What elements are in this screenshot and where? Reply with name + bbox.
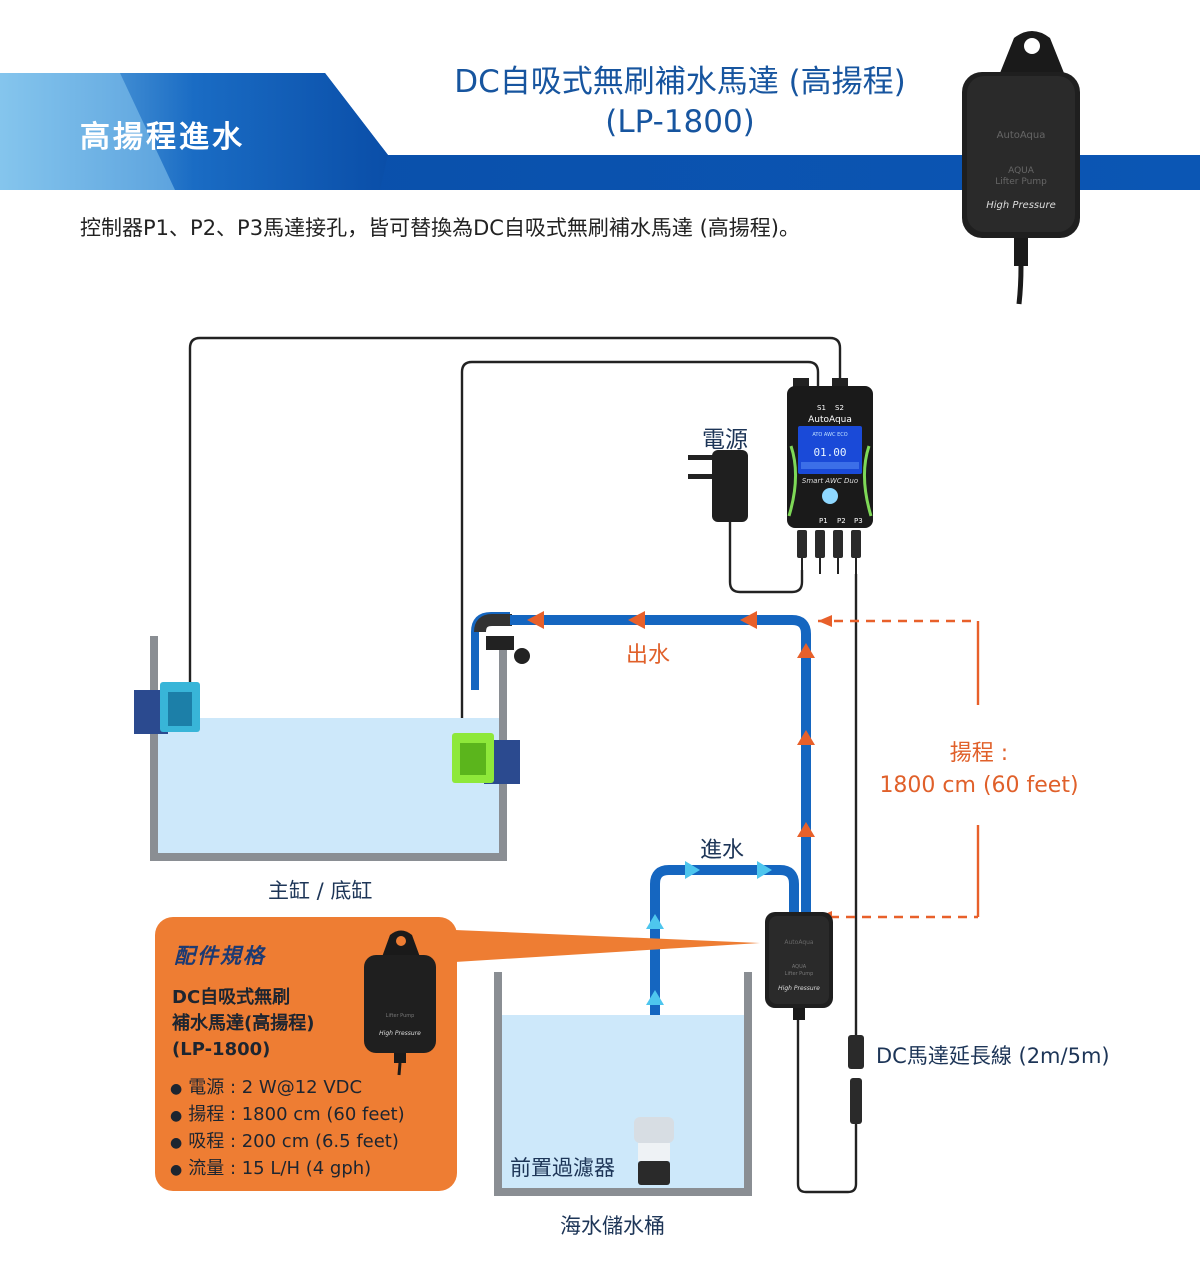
outflow-tube	[510, 615, 811, 912]
svg-text:Smart AWC Duo: Smart AWC Duo	[802, 477, 858, 485]
svg-text:AQUA: AQUA	[1008, 166, 1035, 176]
svg-text:AQUA: AQUA	[792, 964, 807, 970]
svg-text:High Pressure: High Pressure	[379, 1030, 421, 1037]
outflow-arrows	[527, 611, 815, 837]
svg-text:P2: P2	[837, 517, 846, 525]
svg-text:P3: P3	[854, 517, 863, 525]
spec-callout-pointer	[455, 930, 760, 962]
prefilter-device	[634, 1117, 674, 1185]
lifter-pump-device: AutoAqua AQUA Lifter Pump High Pressure	[765, 912, 833, 1020]
extension-cable-label: DC馬達延長線 (2m/5m)	[876, 1044, 1110, 1068]
svg-text:AutoAqua: AutoAqua	[808, 415, 852, 425]
product-pump-image-top: AutoAqua AQUA Lifter Pump High Pressure	[962, 31, 1080, 305]
spec-name-line3: (LP-1800)	[172, 1039, 271, 1060]
svg-text:Lifter Pump: Lifter Pump	[785, 971, 814, 977]
power-label: 電源	[702, 427, 748, 453]
head-height-label-line2: 1800 cm (60 feet)	[879, 773, 1079, 798]
outlet-nozzle	[471, 612, 530, 690]
power-adapter	[688, 450, 804, 594]
svg-text:High Pressure: High Pressure	[986, 200, 1055, 211]
spec-name-line2: 補水馬達(高揚程)	[172, 1013, 315, 1034]
svg-text:AutoAqua: AutoAqua	[784, 939, 814, 946]
intro-text: 控制器P1、P2、P3馬達接孔，皆可替換為DC自吸式無刷補水馬達 (高揚程)。	[80, 216, 800, 240]
reservoir-label: 海水儲水桶	[560, 1214, 665, 1238]
spec-name-line1: DC自吸式無刷	[172, 987, 291, 1008]
spec-pump-icon: Lifter Pump High Pressure	[364, 930, 436, 1076]
main-tank	[150, 636, 507, 861]
extension-cable-connector	[848, 1035, 864, 1124]
spec-list: 電源 : 2 W@12 VDC 揚程 : 1800 cm (60 feet) 吸…	[170, 1075, 405, 1183]
svg-text:Lifter Pump: Lifter Pump	[995, 177, 1047, 187]
spec-product-name: DC自吸式無刷 補水馬達(高揚程) (LP-1800)	[172, 985, 362, 1063]
header-banner	[0, 73, 1200, 190]
prefilter-label: 前置過濾器	[510, 1156, 615, 1180]
float-sensor-left	[134, 682, 200, 734]
banner-title: 高揚程進水	[80, 120, 245, 155]
spec-heading: 配件規格	[174, 944, 266, 968]
svg-text:High Pressure: High Pressure	[778, 985, 820, 992]
svg-text:AutoAqua: AutoAqua	[997, 130, 1046, 141]
outflow-label: 出水	[626, 643, 671, 668]
inflow-tube	[650, 865, 799, 1122]
svg-text:Lifter Pump: Lifter Pump	[386, 1013, 415, 1019]
svg-text:01.00: 01.00	[813, 446, 846, 459]
main-tank-label: 主缸 / 底缸	[268, 879, 373, 903]
svg-text:S2: S2	[835, 404, 844, 412]
svg-text:S1: S1	[817, 404, 826, 412]
page-title-line1: DC自吸式無刷補水馬達 (高揚程)	[454, 64, 906, 100]
inflow-label: 進水	[700, 838, 745, 863]
float-sensor-right	[452, 733, 520, 784]
spec-item: 電源 : 2 W@12 VDC	[170, 1075, 405, 1102]
controller-device: S1 S2 AutoAqua ATO AWC ECO 01.00 Smart A…	[787, 378, 873, 574]
svg-text:ATO AWC ECO: ATO AWC ECO	[812, 432, 847, 438]
spec-item: 揚程 : 1800 cm (60 feet)	[170, 1102, 404, 1129]
head-height-label-line1: 揚程 :	[949, 741, 1009, 766]
spec-item: 流量 : 15 L/H (4 gph)	[170, 1156, 405, 1183]
head-height-label: 揚程 : 1800 cm (60 feet)	[866, 738, 1092, 802]
page-title-line2: (LP-1800)	[605, 104, 755, 140]
page-title: DC自吸式無刷補水馬達 (高揚程) (LP-1800)	[390, 62, 970, 142]
svg-text:P1: P1	[819, 517, 828, 525]
spec-item: 吸程 : 200 cm (6.5 feet)	[170, 1129, 405, 1156]
reservoir-tank	[494, 972, 752, 1196]
